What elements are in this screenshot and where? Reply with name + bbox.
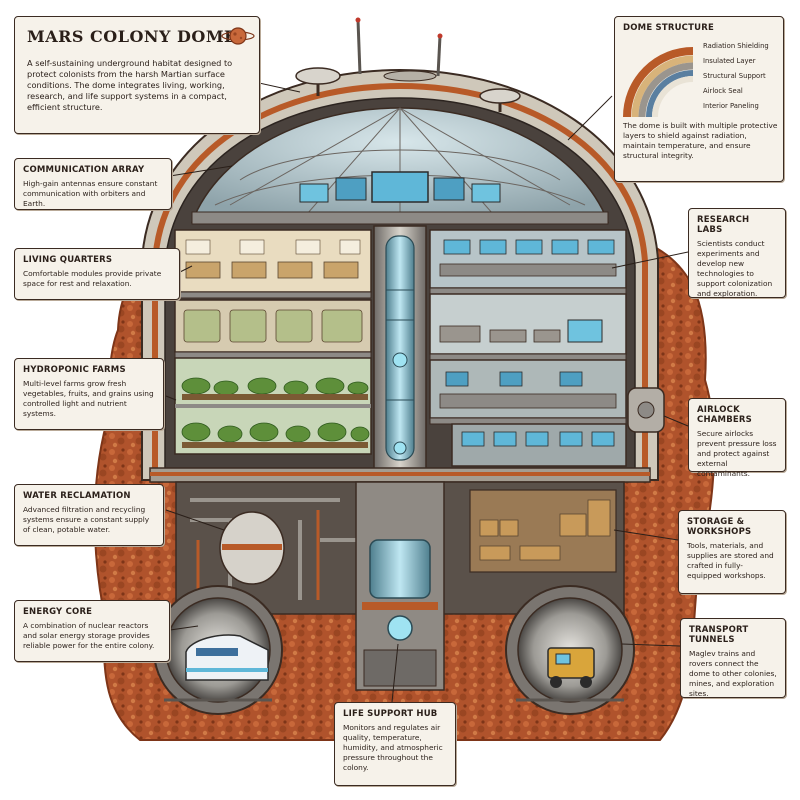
life-support-hub-text: Monitors and regulates air quality, temp… [343,723,443,772]
layer-label-airlock-seal: Airlock Seal [703,87,743,95]
rover [547,647,595,688]
living-quarters-callout: LIVING QUARTERS Comfortable modules prov… [14,248,180,300]
communication-array-heading: COMMUNICATION ARRAY [23,165,145,175]
transport-tunnels-text: Maglev trains and rovers connect the dom… [689,649,777,698]
transport-tunnels-callout: TRANSPORT TUNNELS Maglev trains and rove… [680,618,786,698]
airlock-chambers-text: Secure airlocks prevent pressure loss an… [697,429,777,478]
communication-array-callout: COMMUNICATION ARRAY High-gain antennas e… [14,158,172,210]
airlock-chambers-heading: AIRLOCK CHAMBERS [697,405,752,425]
title-callout: MARS COLONY DOME A self-sustaining under… [14,16,260,134]
antenna-mast-left [356,19,362,75]
life-support-tank [369,539,431,599]
water-reclamation-callout: WATER RECLAMATION Advanced filtration an… [14,484,164,546]
side-screen-right [433,177,465,201]
energy-core-text: A combination of nuclear reactors and so… [23,621,155,650]
storage-workshops-callout: STORAGE & WORKSHOPS Tools, materials, an… [678,510,786,594]
dome-structure-description: The dome is built with multiple protecti… [623,121,778,160]
research-labs-text: Scientists conduct experiments and devel… [697,239,773,298]
dish-left [295,67,341,85]
mars-planet-icon [221,27,255,45]
living-quarters-heading: LIVING QUARTERS [23,255,113,265]
living-quarters-text: Comfortable modules provide private spac… [23,269,162,288]
life-support-hub-heading: LIFE SUPPORT HUB [343,709,438,719]
transport-tunnels-heading: TRANSPORT TUNNELS [689,625,749,645]
page-title: MARS COLONY DOME [27,27,237,46]
water-reclamation-text: Advanced filtration and recycling system… [23,505,150,534]
research-labs-section [429,229,627,289]
title-description: A self-sustaining underground habitat de… [27,58,233,112]
antenna-mast-right [436,35,442,77]
maglev-train [185,634,269,681]
life-support-core [387,615,413,641]
dome-structure-callout: DOME STRUCTURE Radiation Shielding Insul… [614,16,784,182]
layer-label-radiation: Radiation Shielding [703,42,769,50]
storage-workshops-heading: STORAGE & WORKSHOPS [687,517,752,537]
layer-cross-section-icon [623,47,693,117]
airlock-chambers-callout: AIRLOCK CHAMBERS Secure airlocks prevent… [688,398,786,478]
energy-core-heading: ENERGY CORE [23,607,93,617]
communication-array-text: High-gain antennas ensure constant commu… [23,179,158,208]
dome-structure-heading: DOME STRUCTURE [623,23,714,33]
hydroponic-farms-callout: HYDROPONIC FARMS Multi-level farms grow … [14,358,164,430]
energy-core-callout: ENERGY CORE A combination of nuclear rea… [14,600,170,662]
water-reclamation-heading: WATER RECLAMATION [23,491,131,501]
layer-label-interior-paneling: Interior Paneling [703,102,759,110]
control-floor [191,211,609,225]
research-labs-callout: RESEARCH LABS Scientists conduct experim… [688,208,786,298]
hydroponic-farms-text: Multi-level farms grow fresh vegetables,… [23,379,154,418]
dish-right [479,88,521,104]
hydroponic-farms-heading: HYDROPONIC FARMS [23,365,126,375]
storage-workshops-text: Tools, materials, and supplies are store… [687,541,774,580]
life-support-hub-callout: LIFE SUPPORT HUB Monitors and regulates … [334,702,456,786]
main-screen [371,171,429,203]
layer-label-structural: Structural Support [703,72,766,80]
research-labs-heading: RESEARCH LABS [697,215,750,235]
living-quarters-section [174,229,372,293]
elevator-tube [385,235,415,461]
side-screen-left [335,177,367,201]
lab-level-3 [429,359,627,419]
layer-label-insulated: Insulated Layer [703,57,756,65]
